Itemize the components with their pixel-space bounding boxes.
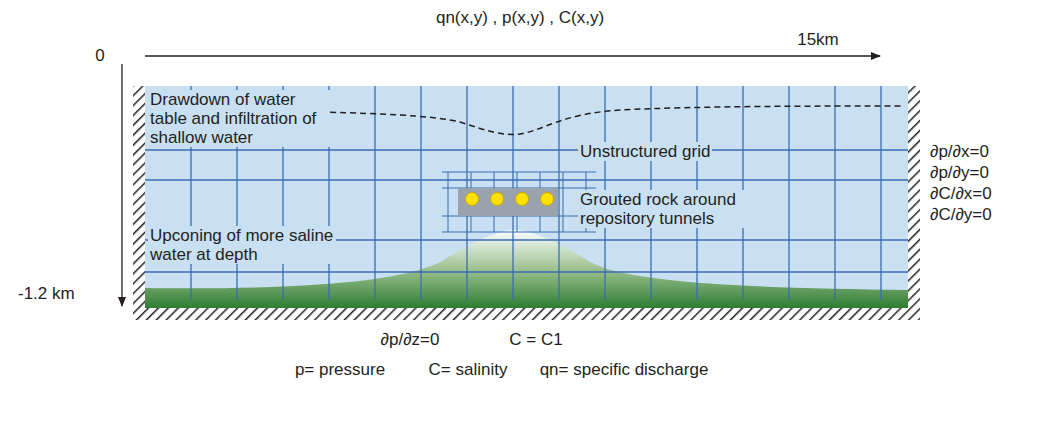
x-axis-arrow bbox=[145, 55, 880, 56]
boundary-condition: ∂p/∂x=0 bbox=[930, 142, 989, 161]
boundary-condition: C = C1 bbox=[509, 330, 562, 349]
water-domain bbox=[145, 86, 908, 308]
annotation: Drawdown of water table and infiltration… bbox=[148, 90, 330, 147]
boundary-condition: ∂p/∂z=0 bbox=[381, 330, 440, 349]
legend-note: qn= specific discharge bbox=[540, 360, 709, 379]
boundary-condition: ∂C/∂y=0 bbox=[930, 205, 992, 224]
axis-length: 15km bbox=[797, 30, 839, 49]
repository-tunnel bbox=[466, 193, 554, 206]
depth-axis-arrow bbox=[121, 64, 122, 306]
boundary-condition: ∂C/∂x=0 bbox=[930, 184, 992, 203]
axis-origin: 0 bbox=[95, 46, 104, 65]
legend-note: p= pressure bbox=[295, 360, 385, 379]
annotation: Grouted rock around repository tunnels bbox=[578, 190, 772, 228]
grouted-rock bbox=[458, 188, 558, 216]
annotation: Unstructured grid bbox=[578, 142, 712, 161]
no-flow-boundary bbox=[908, 86, 920, 320]
annotation: Upconing of more saline water at depth bbox=[148, 226, 336, 264]
legend-note: C= salinity bbox=[429, 360, 508, 379]
no-flow-boundary bbox=[133, 308, 920, 320]
no-flow-boundary bbox=[133, 86, 145, 320]
unstructured-grid bbox=[145, 86, 908, 300]
axis-depth: -1.2 km bbox=[18, 284, 75, 303]
formula-heading: qn(x,y) , p(x,y) , C(x,y) bbox=[436, 8, 604, 27]
boundary-condition: ∂p/∂y=0 bbox=[930, 163, 989, 182]
